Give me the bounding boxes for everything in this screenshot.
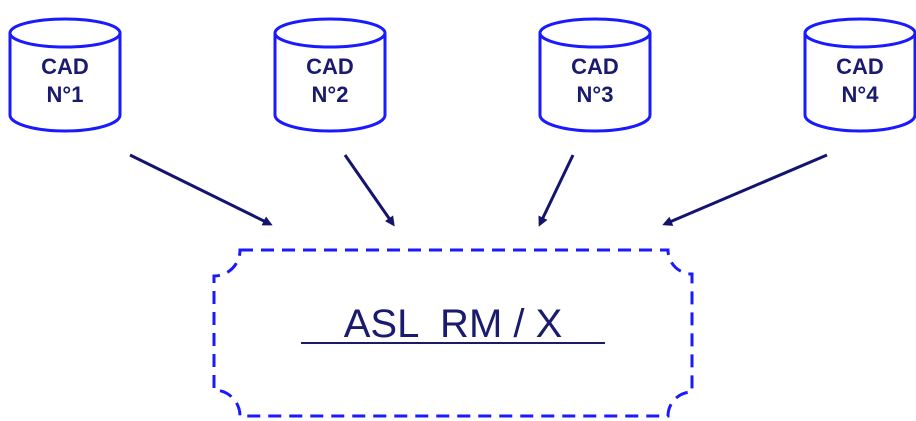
cylinder-body — [538, 33, 652, 133]
cylinder-top — [273, 17, 387, 49]
cylinder-top — [803, 17, 916, 49]
cylinder-body — [803, 33, 916, 133]
target-box — [212, 248, 694, 418]
arrow-cad2-to-asl — [343, 154, 395, 227]
database-label-line1: CAD — [836, 54, 884, 79]
cylinder-body — [8, 33, 122, 133]
database-label-line2: N°2 — [312, 82, 349, 107]
cylinder-top — [538, 17, 652, 49]
database-cad-2: CAD N°2 — [273, 17, 387, 133]
database-label-line2: N°3 — [577, 82, 614, 107]
database-label-line1: CAD — [571, 54, 619, 79]
arrow-cad4-to-asl — [662, 153, 828, 226]
database-label-line1: CAD — [41, 54, 89, 79]
database-label-line2: N°4 — [842, 82, 880, 107]
cylinder-top — [8, 17, 122, 49]
database-label-line2: N°1 — [47, 82, 84, 107]
cylinder-body — [273, 33, 387, 133]
target-label: ASL RM / X — [344, 302, 563, 346]
database-cad-3: CAD N°3 — [538, 17, 652, 133]
database-cad-4: CAD N°4 — [803, 17, 916, 133]
database-label-line1: CAD — [306, 54, 354, 79]
arrow-cad1-to-asl — [129, 153, 273, 226]
arrow-cad3-to-asl — [538, 154, 575, 227]
database-cad-1: CAD N°1 — [8, 17, 122, 133]
